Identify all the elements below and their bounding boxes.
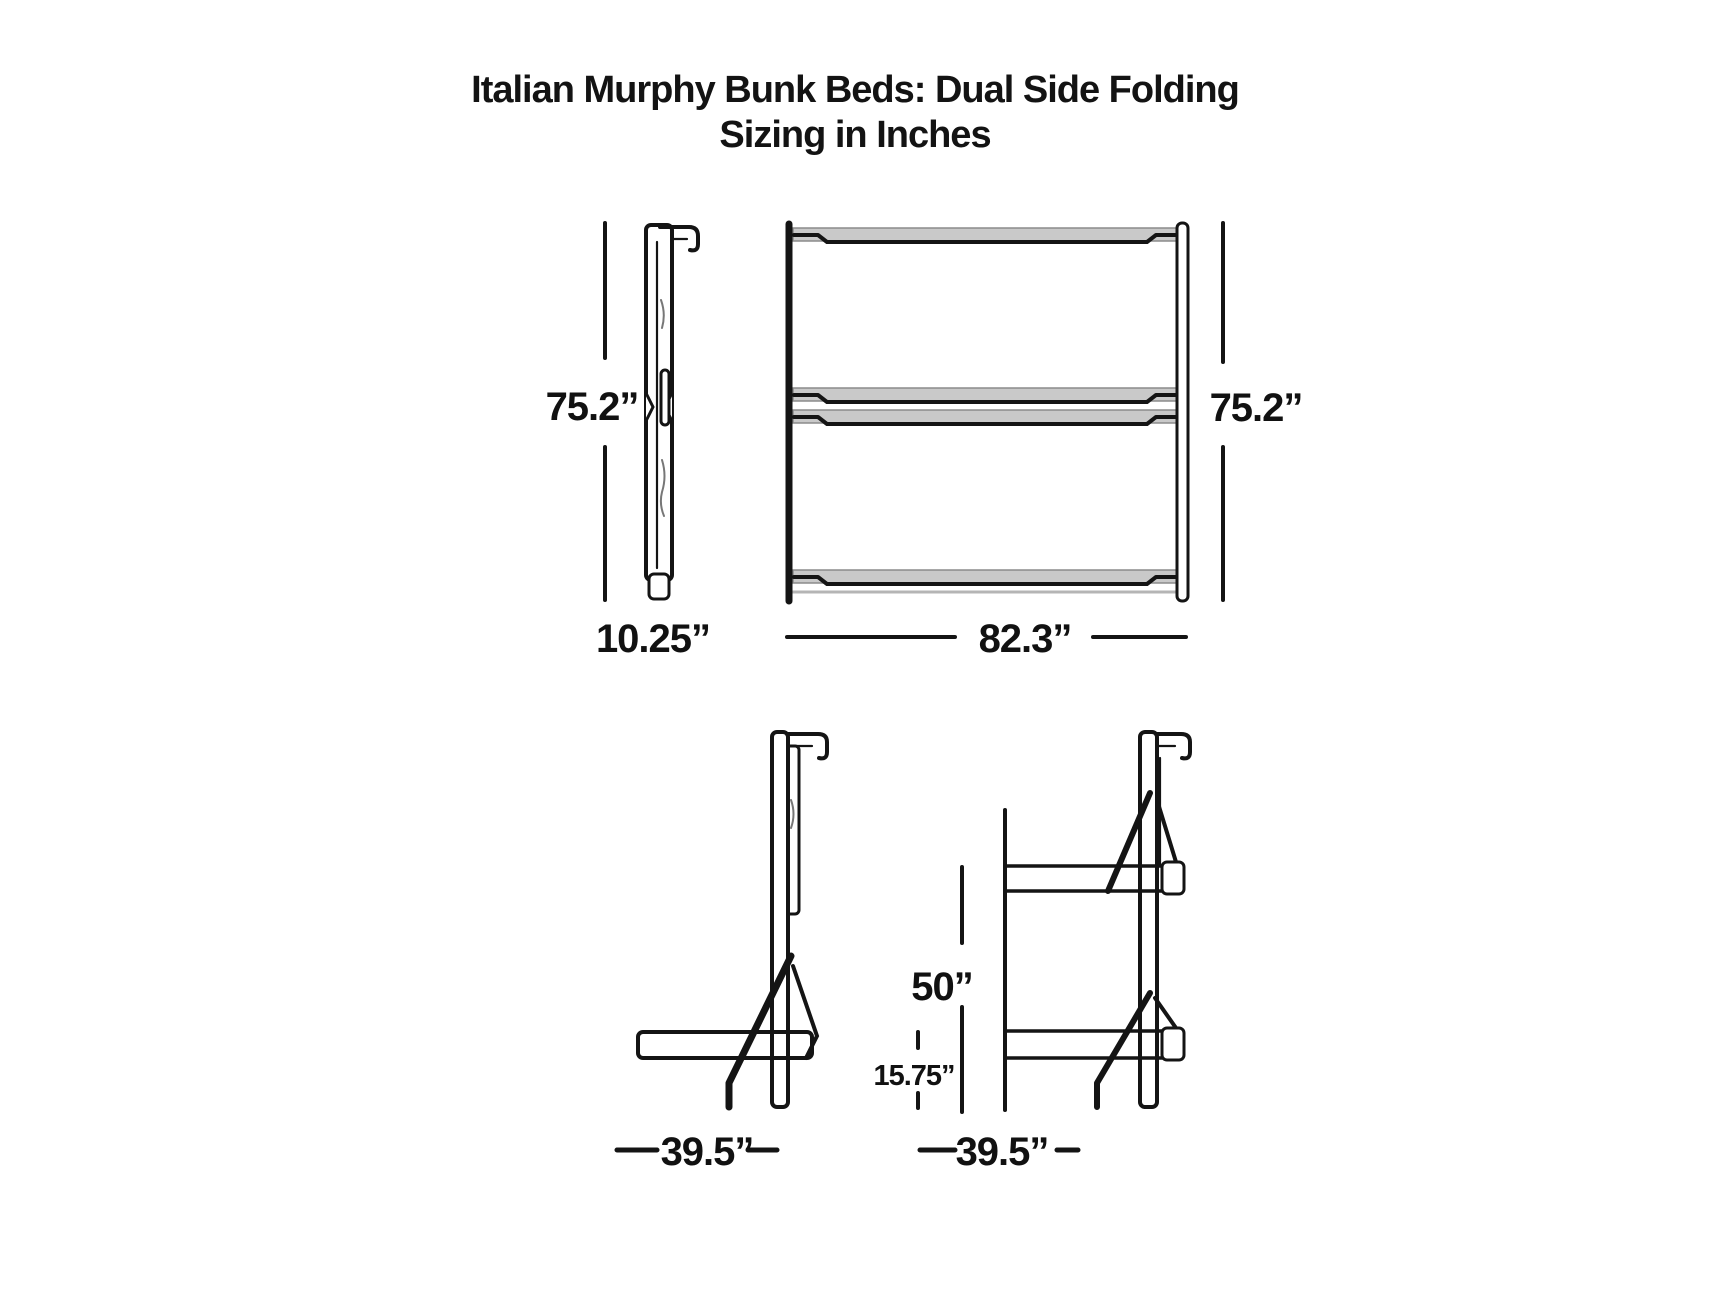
folding-leg xyxy=(725,952,795,1111)
depth-dimension-label: 39.5” xyxy=(956,1130,1049,1174)
folded-bed-side-view: 75.2” 10.25” xyxy=(546,221,711,661)
open-bed-single-side-view: 39.5” xyxy=(614,730,829,1174)
height-dimension-label: 75.2” xyxy=(546,385,639,429)
upper-bunk-leg xyxy=(1105,790,1153,894)
panel-foot xyxy=(647,572,671,601)
lower-bunk-strut xyxy=(1153,996,1178,1030)
lower-height-dimension-label: 15.75” xyxy=(873,1060,954,1092)
fold-hinge-slot xyxy=(659,368,671,427)
fold-joint-notch xyxy=(644,392,655,422)
support-strut xyxy=(791,964,820,1060)
wall-post xyxy=(1138,730,1159,1109)
folded-bed-front-view: 75.2” 82.3” xyxy=(785,220,1303,661)
lower-bunk-leg xyxy=(1094,990,1153,1110)
depth-dimension-label: 10.25” xyxy=(596,617,710,661)
wall-hook xyxy=(658,225,700,253)
height-dimension-label: 75.2” xyxy=(1210,386,1303,430)
bed-platform xyxy=(636,1030,814,1060)
top-rail xyxy=(792,227,1181,242)
wall-hook xyxy=(1154,732,1192,761)
wall-post xyxy=(770,730,790,1109)
open-bunk-beds-side-view: 50” 15.75” 39.5” xyxy=(873,730,1192,1174)
right-post xyxy=(1175,221,1190,603)
depth-dimension-label: 39.5” xyxy=(661,1130,754,1174)
upper-bunk-platform xyxy=(1003,864,1182,893)
title-line-1: Italian Murphy Bunk Beds: Dual Side Fold… xyxy=(471,69,1240,111)
upper-height-dimension-label: 50” xyxy=(911,965,973,1009)
upper-bunk-bracket xyxy=(1160,860,1186,896)
bottom-rail xyxy=(792,569,1181,584)
upper-bunk-strut xyxy=(1155,798,1178,864)
title-line-2: Sizing in Inches xyxy=(719,114,991,156)
page-title: Italian Murphy Bunk Beds: Dual Side Fold… xyxy=(0,68,1710,158)
lower-bunk-bracket xyxy=(1160,1026,1186,1062)
lower-bunk-platform xyxy=(1003,1029,1182,1060)
middle-rail-upper xyxy=(792,387,1181,402)
middle-rail-lower xyxy=(792,409,1181,424)
width-dimension-label: 82.3” xyxy=(979,617,1072,661)
wall-hook xyxy=(785,732,829,761)
